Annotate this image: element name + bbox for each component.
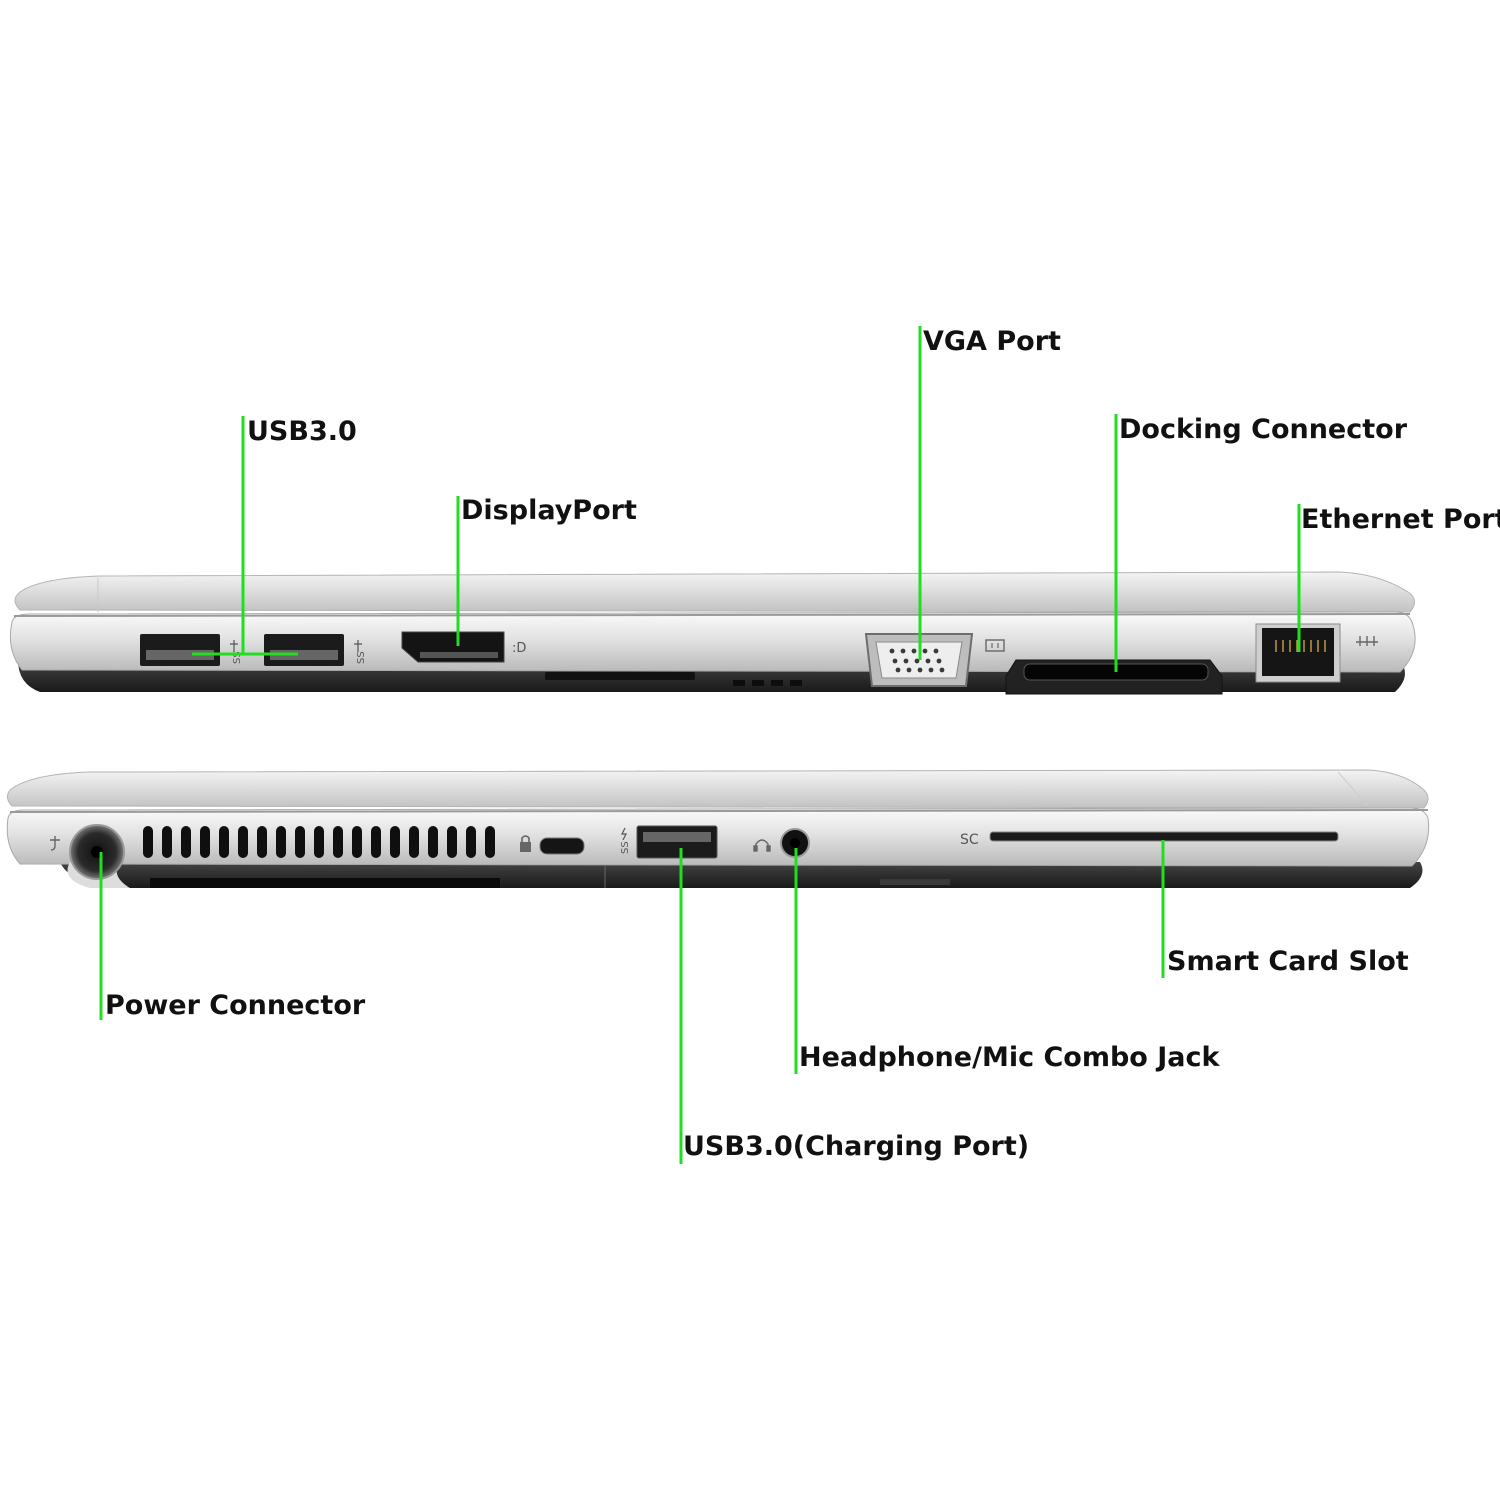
svg-text:SS: SS xyxy=(232,651,243,664)
ethernet-port xyxy=(1255,623,1341,683)
vga-icon xyxy=(985,639,1005,652)
label-displayport: DisplayPort xyxy=(461,495,637,526)
headphone-icon xyxy=(753,839,771,852)
displayport-icon: :D xyxy=(512,641,526,656)
laptop-right-side: SS SS :D xyxy=(9,571,1416,695)
laptop-left-side: SS SC xyxy=(6,769,1430,888)
usb-charge-icon: SS xyxy=(620,827,631,854)
label-usb3: USB3.0 xyxy=(247,416,357,447)
label-power-connector: Power Connector xyxy=(105,990,366,1021)
smart-card-slot xyxy=(989,831,1339,842)
power-icon xyxy=(50,836,60,851)
displayport-port xyxy=(401,631,505,663)
label-ethernet-port: Ethernet Port xyxy=(1301,504,1500,535)
smartcard-sc-marking: SC xyxy=(960,832,979,848)
leader-lines xyxy=(99,326,1301,1164)
label-usb3-charging: USB3.0(Charging Port) xyxy=(683,1131,1030,1162)
svg-text:SS: SS xyxy=(620,841,631,854)
label-vga-port: VGA Port xyxy=(923,326,1061,357)
lock-icon xyxy=(520,835,531,852)
vent-grille xyxy=(143,826,495,858)
svg-text::D: :D xyxy=(512,641,526,656)
usb-port-2 xyxy=(264,634,344,666)
security-lock-slot xyxy=(539,837,585,855)
usb-charging-port xyxy=(636,825,718,859)
usb-port-1 xyxy=(140,634,220,666)
label-docking-connector: Docking Connector xyxy=(1119,414,1408,445)
label-smart-card-slot: Smart Card Slot xyxy=(1167,946,1409,977)
svg-text:SS: SS xyxy=(356,651,367,664)
usb-ss-icon: SS xyxy=(354,640,367,664)
usb-ss-icon: SS xyxy=(230,640,243,664)
label-headphone-mic-jack: Headphone/Mic Combo Jack xyxy=(799,1042,1220,1073)
docking-connector-port xyxy=(1005,659,1223,695)
ethernet-icon xyxy=(1356,636,1378,646)
power-connector-port xyxy=(67,824,130,888)
